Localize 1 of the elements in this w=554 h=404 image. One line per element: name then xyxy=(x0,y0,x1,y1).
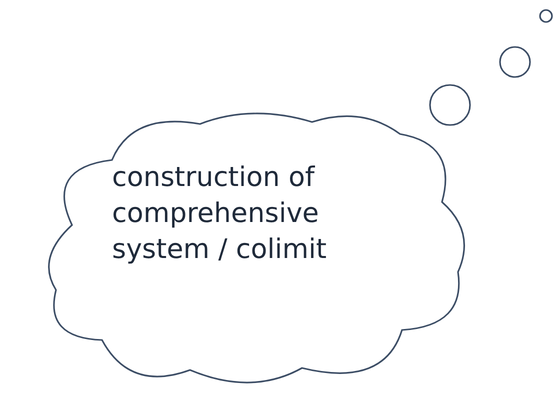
cloud-text: construction of comprehensive system / colimit xyxy=(112,161,328,267)
